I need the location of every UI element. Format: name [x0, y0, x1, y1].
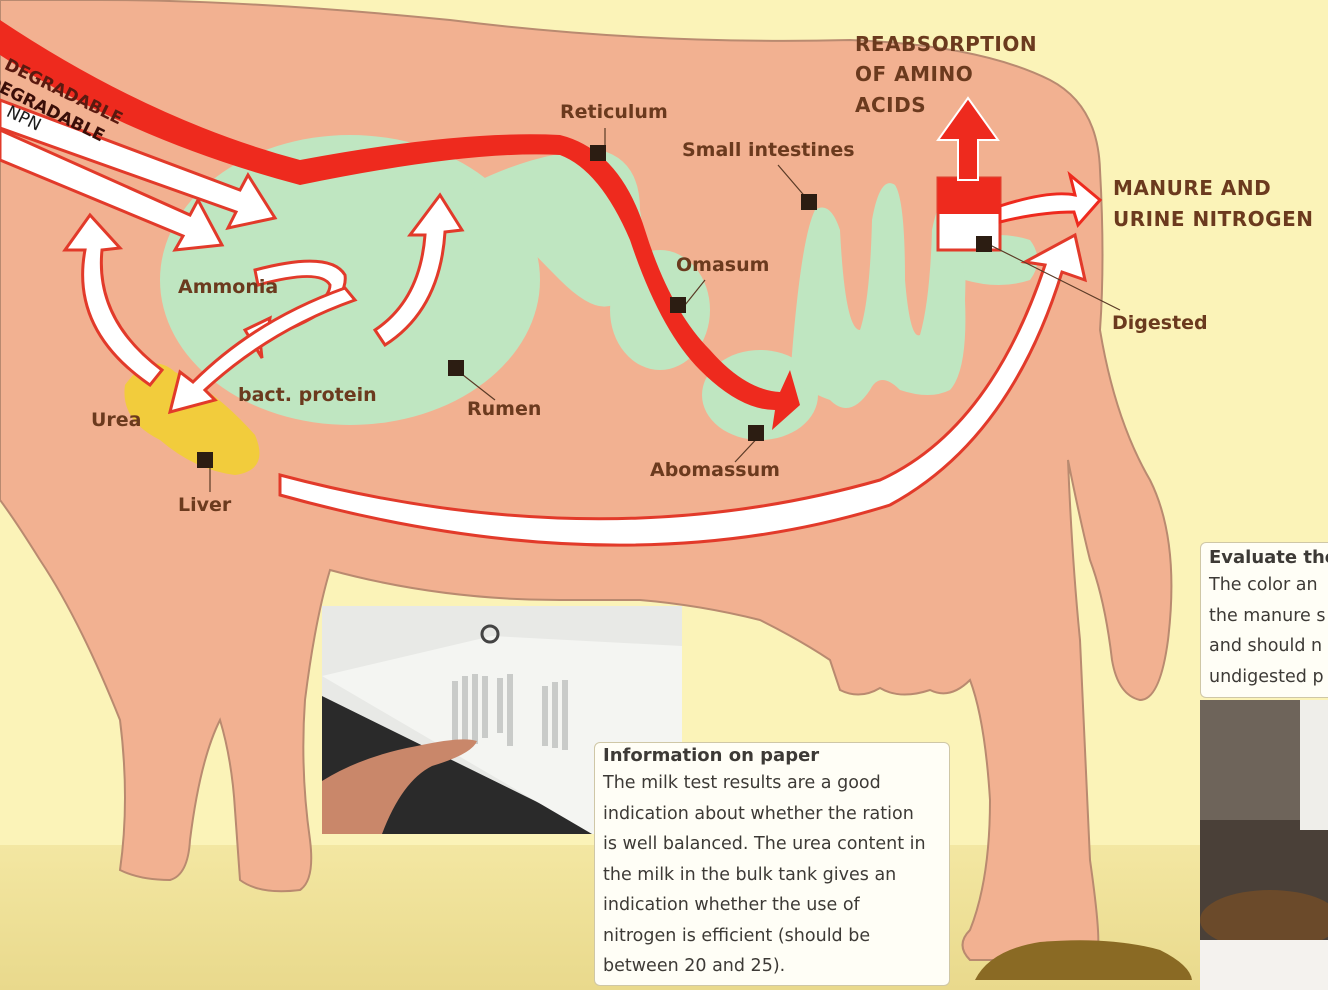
- info-line-3: is well balanced. The urea content in: [603, 829, 941, 860]
- evaluate-line-3: and should n: [1209, 631, 1320, 662]
- info-line-2: indication about whether the ration: [603, 799, 941, 830]
- info-line-5: indication whether the use of: [603, 890, 941, 921]
- evaluate-line-1: The color an: [1209, 570, 1320, 601]
- manure-label-2: URINE NITROGEN: [1113, 207, 1314, 231]
- info-line-7: between 20 and 25).: [603, 951, 941, 982]
- info-line-4: the milk in the bulk tank gives an: [603, 860, 941, 891]
- manure-photo-art: [1200, 700, 1328, 990]
- evaluate-box-title: Evaluate the: [1209, 547, 1320, 568]
- info-box: Information on paper The milk test resul…: [594, 742, 950, 986]
- reabsorption-label-2: OF AMINO: [855, 62, 973, 86]
- reabsorption-block-top: [938, 178, 1000, 214]
- rumen-marker: [448, 360, 464, 376]
- evaluate-box-body: The color an the manure s and should n u…: [1209, 570, 1320, 692]
- evaluate-line-4: undigested p: [1209, 662, 1320, 693]
- digested-marker: [976, 236, 992, 252]
- manure-photo: [1200, 700, 1328, 990]
- evaluate-line-2: the manure s: [1209, 601, 1320, 632]
- liver-label: Liver: [178, 494, 231, 516]
- reabsorption-label-3: ACIDS: [855, 93, 926, 117]
- ammonia-label: Ammonia: [178, 276, 278, 298]
- evaluate-box: Evaluate the The color an the manure s a…: [1200, 542, 1328, 698]
- abomassum-label: Abomassum: [650, 459, 780, 481]
- manure-label-1: MANURE AND: [1113, 176, 1271, 200]
- omasum-marker: [670, 297, 686, 313]
- info-line-6: nitrogen is efficient (should be: [603, 921, 941, 952]
- abomassum-marker: [748, 425, 764, 441]
- info-line-1: The milk test results are a good: [603, 768, 941, 799]
- rumen-label: Rumen: [467, 398, 541, 420]
- omasum-label: Omasum: [676, 254, 769, 276]
- reabsorption-label-1: REABSORPTION: [855, 32, 1037, 56]
- digested-label: Digested: [1112, 312, 1208, 334]
- liver-marker: [197, 452, 213, 468]
- reticulum-label: Reticulum: [560, 101, 668, 123]
- small-intestines-label: Small intestines: [682, 139, 855, 161]
- small-intestines-marker: [801, 194, 817, 210]
- urea-label: Urea: [91, 409, 142, 431]
- reticulum-marker: [590, 145, 606, 161]
- bact-protein-label: bact. protein: [238, 384, 377, 406]
- info-box-title: Information on paper: [603, 745, 941, 766]
- info-box-body: The milk test results are a good indicat…: [603, 768, 941, 982]
